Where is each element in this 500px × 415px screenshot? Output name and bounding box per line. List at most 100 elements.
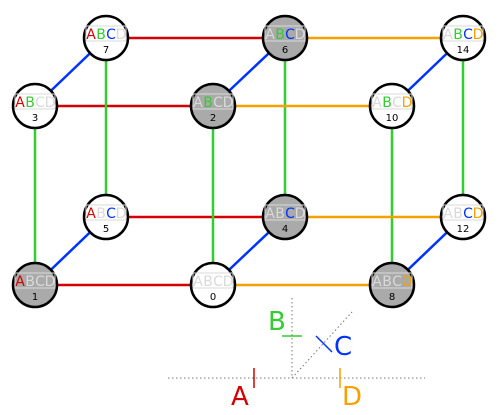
node-letter-d: D: [402, 95, 413, 111]
node-number-label: 6: [282, 45, 288, 56]
node-number-label: 0: [210, 292, 216, 303]
node-letter-c: C: [213, 274, 223, 290]
node-circle: [82, 14, 130, 62]
node-circle: [11, 82, 59, 130]
node-letter-a: A: [372, 95, 382, 111]
node-letter-b: B: [275, 206, 285, 222]
node-letter-strip: [442, 204, 484, 221]
node-number-label: 4: [282, 224, 288, 235]
node-letter-b: B: [96, 27, 106, 43]
node-circle: [189, 82, 237, 130]
node-letter-b: B: [96, 206, 106, 222]
node-letter-strip: [264, 25, 306, 42]
node-letter-d: D: [223, 95, 234, 111]
node-letter-c: C: [213, 95, 223, 111]
axis-label-a: A: [231, 382, 249, 412]
node-circle: [82, 193, 130, 241]
node-letter-b: B: [453, 206, 463, 222]
node-letter-strip: [192, 272, 234, 289]
axis-c-dotted-line: [291, 311, 353, 379]
node-letter-b: B: [203, 95, 213, 111]
node-letter-c: C: [285, 206, 295, 222]
node-letter-d: D: [473, 206, 484, 222]
node-letter-b: B: [25, 95, 35, 111]
node-letter-d: D: [223, 274, 234, 290]
node-letter-c: C: [285, 27, 295, 43]
node-number-label: 10: [386, 113, 399, 124]
edges-layer: [33, 36, 465, 287]
node-letter-strip: [442, 25, 484, 42]
node-letter-b: B: [453, 27, 463, 43]
node-letter-c: C: [463, 206, 473, 222]
axes-legend: A B C D: [168, 298, 425, 412]
node-letter-a: A: [193, 274, 203, 290]
node-number-label: 12: [457, 224, 470, 235]
axis-label-c: C: [334, 332, 352, 362]
node-letter-d: D: [295, 27, 306, 43]
node-number-label: 7: [103, 45, 109, 56]
node-letter-strip: [264, 204, 306, 221]
node-letter-strip: [371, 272, 413, 289]
node-letter-strip: [192, 93, 234, 110]
node-letter-b: B: [275, 27, 285, 43]
axis-label-b: B: [268, 307, 286, 337]
node-letter-strip: [14, 93, 56, 110]
node-letter-b: B: [382, 274, 392, 290]
node-letter-a: A: [86, 206, 96, 222]
node-letter-a: A: [15, 274, 25, 290]
node-number-label: 8: [389, 292, 395, 303]
node-letter-strip: [371, 93, 413, 110]
node-letter-c: C: [392, 274, 402, 290]
node-number-label: 2: [210, 113, 216, 124]
node-letter-strip: [85, 25, 127, 42]
node-letter-d: D: [116, 206, 127, 222]
node-letter-c: C: [35, 95, 45, 111]
node-circle: [368, 261, 416, 309]
node-letter-a: A: [443, 27, 453, 43]
node-letter-b: B: [25, 274, 35, 290]
node-letter-d: D: [45, 274, 56, 290]
node-letter-a: A: [443, 206, 453, 222]
node-letter-c: C: [106, 27, 116, 43]
node-letter-d: D: [295, 206, 306, 222]
node-letter-c: C: [35, 274, 45, 290]
node-letter-a: A: [15, 95, 25, 111]
node-circle: [261, 14, 309, 62]
node-letter-b: B: [203, 274, 213, 290]
node-letter-c: C: [463, 27, 473, 43]
node-letter-d: D: [116, 27, 127, 43]
node-letter-a: A: [193, 95, 203, 111]
node-number-label: 1: [32, 292, 38, 303]
node-circle: [189, 261, 237, 309]
axis-label-d: D: [342, 382, 362, 412]
node-letter-a: A: [372, 274, 382, 290]
node-letter-c: C: [392, 95, 402, 111]
node-letter-d: D: [45, 95, 56, 111]
node-number-label: 3: [32, 113, 38, 124]
node-letter-a: A: [265, 27, 275, 43]
node-letter-strip: [14, 272, 56, 289]
node-number-label: 14: [457, 45, 470, 56]
node-letter-a: A: [86, 27, 96, 43]
node-letter-strip: [85, 204, 127, 221]
node-circle: [439, 193, 487, 241]
node-circle: [11, 261, 59, 309]
node-letter-d: D: [402, 274, 413, 290]
axis-c-tick: [315, 335, 333, 353]
node-circle: [261, 193, 309, 241]
node-number-label: 5: [103, 224, 109, 235]
